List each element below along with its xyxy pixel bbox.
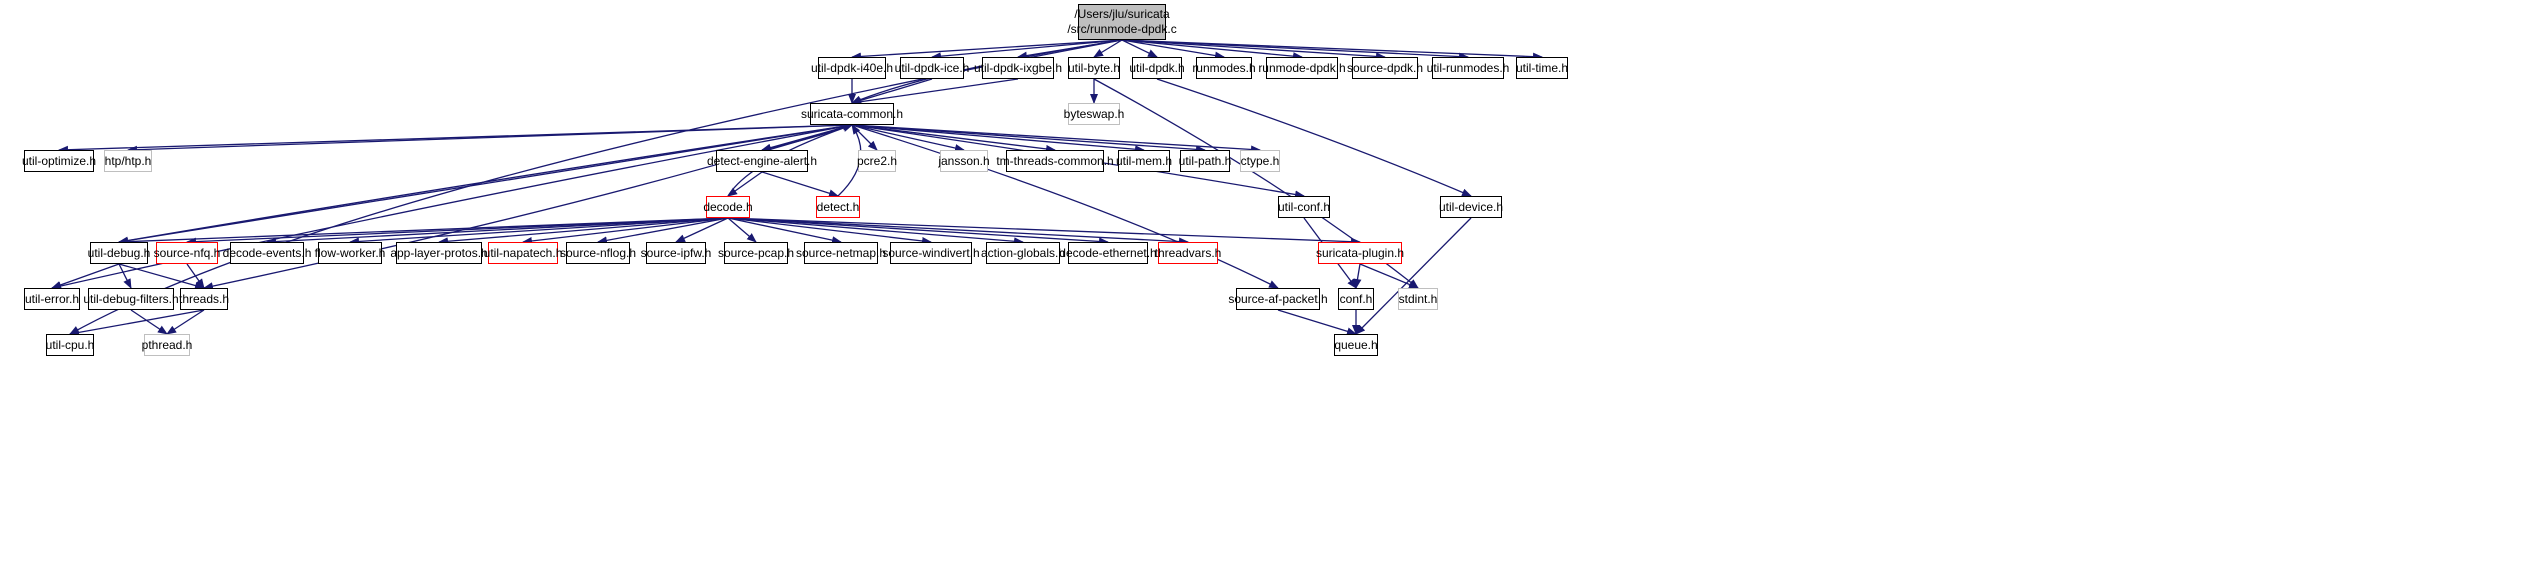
node-decode-events[interactable]: decode-events.h [223,242,311,264]
node-util-cpu[interactable]: util-cpu.h [46,334,94,356]
node-util-path[interactable]: util-path.h [1179,150,1231,172]
edge-suricata_common-to-htp [127,124,853,154]
edge-decode-to-action_globals [727,217,1024,246]
node-util-dpdk-ice[interactable]: util-dpdk-ice.h [895,57,969,79]
node-util-debug-filters[interactable]: util-debug-filters.h [83,288,179,310]
node-stdint: stdint.h [1398,288,1438,310]
edge-threads-to-pthread [166,309,205,335]
node-queue[interactable]: queue.h [1334,334,1378,356]
node-pcre2: pcre2.h [857,150,897,172]
edge-suricata_common-to-ctype [851,124,1261,154]
edge-decode-to-threadvars [727,217,1189,246]
node-suricata-plugin[interactable]: suricata-plugin.h [1316,242,1404,264]
node-runmode-dpdk[interactable]: runmode-dpdk.h [1258,57,1346,79]
node-app-layer-protos[interactable]: app-layer-protos.h [390,242,488,264]
edge-decode-to-util_napatech [522,217,729,245]
edge-decode-to-source_windivert [727,217,932,245]
edge-detect_engine_alert-to-decode [727,171,763,197]
edge-decode-to-app_layer_protos [438,217,729,246]
edge-root-to-runmodes [1121,39,1225,60]
edge-suricata_common-to-jansson [851,124,965,152]
node-source-dpdk[interactable]: source-dpdk.h [1347,57,1423,79]
edge-suricata_common-to-source_af_packet [851,124,1279,289]
edge-decode-to-source_nflog [597,217,729,245]
node-source-nfq[interactable]: source-nfq.h [154,242,220,264]
node-util-runmodes[interactable]: util-runmodes.h [1427,57,1509,79]
edge-decode-to-source_pcap [727,217,757,243]
node-source-windivert[interactable]: source-windivert.h [882,242,980,264]
edge-decode-to-source_ipfw [675,217,729,243]
edge-source_af_packet-to-queue [1277,309,1357,336]
node-util-conf[interactable]: util-conf.h [1278,196,1330,218]
node-util-dpdk[interactable]: util-dpdk.h [1129,57,1185,79]
node-jansson: jansson.h [938,150,990,172]
node-util-time[interactable]: util-time.h [1516,57,1568,79]
node-threadvars[interactable]: threadvars.h [1155,242,1221,264]
node-util-mem[interactable]: util-mem.h [1116,150,1172,172]
node-byteswap: byteswap.h [1064,103,1124,125]
node-util-byte[interactable]: util-byte.h [1068,57,1120,79]
node-util-napatech[interactable]: util-napatech.h [484,242,562,264]
edge-util_debug-to-threads [118,263,205,290]
node-util-dpdk-i40e[interactable]: util-dpdk-i40e.h [811,57,893,79]
node-util-error[interactable]: util-error.h [24,288,80,310]
node-suricata-common[interactable]: suricata-common.h [801,103,903,125]
edge-suricata_common-to-util_error [51,124,853,290]
node-ctype: ctype.h [1240,150,1280,172]
edge-decode-to-flow_worker [349,217,729,246]
node-util-dpdk-ixgbe[interactable]: util-dpdk-ixgbe.h [974,57,1062,79]
edge-suricata_plugin-to-conf [1353,263,1362,289]
node-decode-ethernet[interactable]: decode-ethernet.h [1059,242,1157,264]
edge-detect_engine_alert-to-detect [761,171,839,198]
root-line-2: /src/runmode-dpdk.c [1067,22,1177,36]
edge-root-to-util_time [1121,39,1543,61]
node-decode[interactable]: decode.h [703,196,753,218]
node-action-globals[interactable]: action-globals.h [981,242,1065,264]
node-util-optimize[interactable]: util-optimize.h [22,150,96,172]
edge-root-to-util_dpdk_i40e [851,39,1123,61]
node-source-af-packet[interactable]: source-af-packet.h [1228,288,1328,310]
edge-root-to-util_dpdk_ice [931,39,1123,61]
node-source-pcap[interactable]: source-pcap.h [718,242,794,264]
node-source-ipfw[interactable]: source-ipfw.h [641,242,711,264]
edge-util_dpdk-to-util_device [1156,78,1472,197]
edge-root-to-util_byte [1093,39,1123,58]
edge-util_device-to-queue [1355,217,1472,335]
edge-util_debug-to-suricata_common [118,122,853,243]
edge-threads-to-util_cpu [69,309,205,337]
edge-root-to-util_dpdk [1121,39,1158,58]
node-conf[interactable]: conf.h [1338,288,1374,310]
edge-decode-to-decode_events [266,217,729,246]
edge-suricata_common-to-util_debug [118,124,853,245]
node-pthread: pthread.h [142,334,192,356]
edge-util_debug_filters-to-pthread [130,309,168,335]
node-util-debug[interactable]: util-debug.h [88,242,150,264]
node-runmodes[interactable]: runmodes.h [1192,57,1256,79]
node-htp: htp/htp.h [104,150,152,172]
edge-decode-to-suricata_plugin [727,217,1361,246]
node-detect-engine-alert[interactable]: detect-engine-alert.h [707,150,817,172]
edge-suricata_plugin-to-stdint [1359,263,1419,289]
edge-util_debug-to-util_debug_filters [118,263,132,289]
root-line-1: /Users/jlu/suricata [1074,7,1170,21]
edge-util_debug-to-util_error [51,263,120,289]
edge-util_dpdk_ixgbe-to-suricata_common [851,78,1019,106]
node-tm-threads-common[interactable]: tm-threads-common.h [996,150,1114,172]
node-source-nflog[interactable]: source-nflog.h [560,242,636,264]
root-file-node: /Users/jlu/suricata /src/runmode-dpdk.c [1067,4,1177,40]
node-flow-worker[interactable]: flow-worker.h [315,242,385,264]
edge-suricata_common-to-threads [203,124,853,291]
edge-source_nfq-to-threads [186,263,205,289]
node-source-netmap[interactable]: source-netmap.h [796,242,886,264]
node-threads[interactable]: threads.h [179,288,229,310]
node-util-device[interactable]: util-device.h [1439,196,1503,218]
edge-decode-to-source_netmap [727,217,842,245]
node-detect[interactable]: detect.h [816,196,860,218]
